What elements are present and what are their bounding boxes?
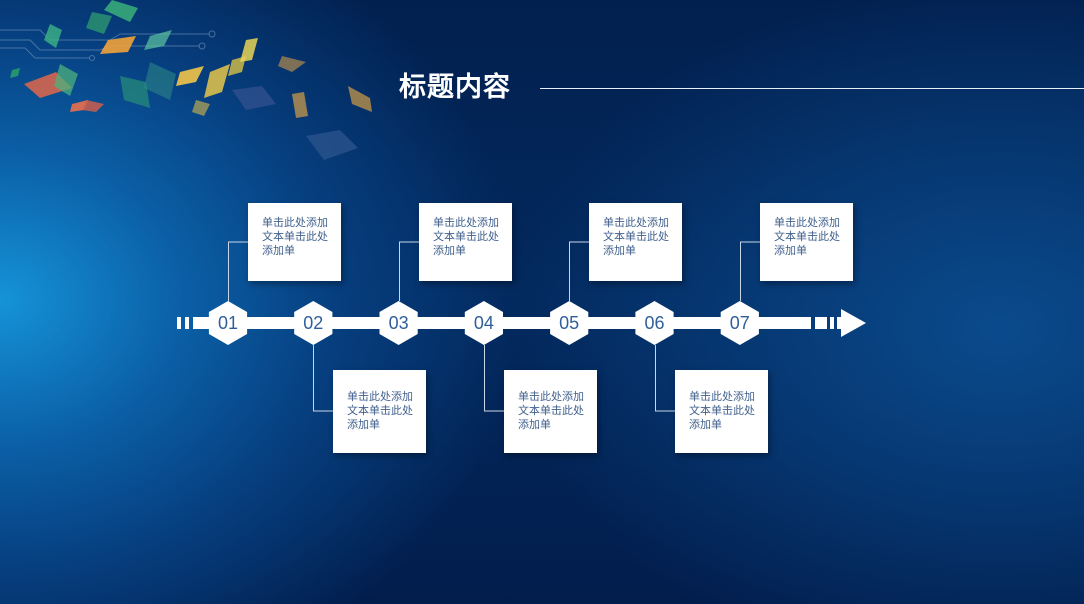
connector-line <box>313 345 333 412</box>
text-card-content: 单击此处添加文本单击此处添加单 <box>603 216 669 257</box>
timeline-node-label: 03 <box>388 313 409 333</box>
text-card[interactable]: 单击此处添加文本单击此处添加单 <box>760 203 853 281</box>
timeline-node-hexagon <box>550 301 589 345</box>
timeline-node-hexagon <box>635 301 674 345</box>
timeline-arrow-head <box>841 309 866 337</box>
text-card-content: 单击此处添加文本单击此处添加单 <box>689 390 755 431</box>
text-card-content: 单击此处添加文本单击此处添加单 <box>347 390 413 431</box>
decorative-circuit-graphic <box>0 0 372 160</box>
timeline-end-dash <box>815 317 827 329</box>
timeline-node-label: 07 <box>729 313 750 333</box>
text-card[interactable]: 单击此处添加文本单击此处添加单 <box>333 370 426 453</box>
timeline-start-dash <box>193 317 205 329</box>
text-card[interactable]: 单击此处添加文本单击此处添加单 <box>419 203 512 281</box>
timeline-start-dash <box>185 317 189 329</box>
timeline-node-hexagon <box>464 301 503 345</box>
title-divider-line <box>540 88 1084 89</box>
timeline-nodes <box>208 301 759 345</box>
text-card[interactable]: 单击此处添加文本单击此处添加单 <box>248 203 341 281</box>
timeline-node-label: 01 <box>217 313 239 333</box>
text-card-content: 单击此处添加文本单击此处添加单 <box>774 216 840 257</box>
text-card[interactable]: 单击此处添加文本单击此处添加单 <box>504 370 597 453</box>
timeline-node-label: 04 <box>473 313 494 333</box>
timeline-node-label: 02 <box>303 313 324 333</box>
connector-line <box>740 241 760 301</box>
connector-line <box>228 241 248 301</box>
timeline-node-hexagon <box>208 301 248 345</box>
text-card[interactable]: 单击此处添加文本单击此处添加单 <box>589 203 682 281</box>
connector-line <box>655 345 675 412</box>
text-card-content: 单击此处添加文本单击此处添加单 <box>433 216 499 257</box>
timeline-end-dash <box>837 317 841 329</box>
timeline-node-label: 05 <box>559 313 580 333</box>
timeline-node-hexagon <box>294 301 333 345</box>
timeline-node-hexagon <box>379 301 418 345</box>
connector-lines <box>228 241 760 412</box>
text-card[interactable]: 单击此处添加文本单击此处添加单 <box>675 370 768 453</box>
slide-title: 标题内容 <box>399 72 511 103</box>
connector-line <box>399 241 419 301</box>
connector-line <box>569 241 589 301</box>
text-card-content: 单击此处添加文本单击此处添加单 <box>518 390 584 431</box>
timeline-end-dash <box>830 317 834 329</box>
timeline-start-dash <box>177 317 181 329</box>
text-card-content: 单击此处添加文本单击此处添加单 <box>262 216 328 257</box>
timeline-node-hexagon <box>720 301 759 345</box>
connector-line <box>484 345 504 412</box>
timeline-node-label: 06 <box>644 313 665 333</box>
